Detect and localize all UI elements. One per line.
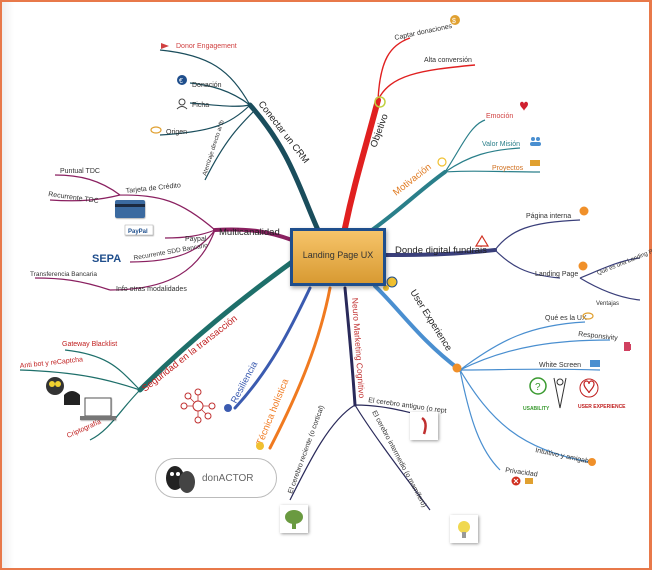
svg-text:?: ? (535, 382, 541, 393)
brain-thumbnail-intermediate (450, 515, 478, 543)
hacker-icon (46, 377, 80, 405)
multicanalidad-item: Recurrente TDC (48, 191, 99, 205)
crm-item: Origen (166, 129, 187, 136)
send-icon (161, 43, 169, 49)
multicanalidad-item: Transferencia Bancaria (30, 271, 97, 278)
usability-diagram: ? USABILITY USER EXPERIENCE (523, 377, 626, 412)
eye-icon (150, 126, 594, 320)
crm-item: Donación (192, 82, 222, 89)
branch-objetivo-line (342, 97, 381, 231)
heart-icon (520, 101, 528, 111)
branch-tecnica-label: Técnica holística (255, 377, 292, 447)
ux-item: Qué es la UX (545, 315, 587, 322)
multicanalidad-item: Tarjeta de Crédito (125, 182, 181, 195)
ux-item: Intuitivo y amigable (535, 447, 595, 466)
fundraising-item: Ventajas (596, 301, 619, 307)
person-icon (176, 98, 188, 110)
brain-icon (421, 416, 427, 435)
branch-multicanalidad-line (213, 227, 294, 242)
crm-sub-lines (159, 49, 256, 181)
circle-icon (374, 96, 386, 108)
fundraising-item: Página interna (526, 213, 571, 220)
usability-caption: USABILITY (523, 406, 550, 412)
objetivo-item: Alta conversión (424, 57, 472, 64)
svg-text:$: $ (452, 18, 456, 25)
ux-item: White Screen (539, 362, 581, 369)
central-topic-label: Landing Page UX (302, 250, 374, 260)
branch-crm-line (247, 102, 321, 233)
credit-card-icon (115, 200, 145, 218)
neuro-item: El cerebro reciente (o cortical) (287, 405, 326, 495)
svg-text:€: € (179, 78, 183, 85)
money-bag-icon: $ (450, 15, 460, 25)
experience-caption: USER EXPERIENCE (578, 404, 626, 410)
euro-icon: € (177, 75, 187, 85)
branch-fundraising-line (383, 248, 497, 257)
warning-icon (474, 234, 490, 247)
motivacion-item: Proyectos (492, 165, 524, 172)
lightbulb-icon (458, 521, 470, 538)
seguridad-item: Gateway Blacklist (62, 341, 117, 348)
pink-flag-icon (626, 344, 631, 350)
target-icon (224, 404, 232, 412)
frame-shadow (2, 2, 14, 568)
multicanalidad-item: Info otras modalidades (116, 286, 187, 293)
motivacion-item: Valor Misión (482, 141, 520, 148)
donactor-label: donACTOR (202, 473, 254, 484)
branch-multicanalidad-label: Multicanalidad (219, 227, 280, 238)
brain-icon (285, 510, 303, 529)
crm-item: Donor Engagement (176, 43, 237, 50)
branch-fundraising-label: Donde digital fundrais (395, 245, 487, 256)
close-icon (511, 476, 521, 486)
branch-seguridad-line (137, 259, 295, 393)
branch-tecnica-line (268, 286, 332, 450)
multicanalidad-item: Paypal (185, 236, 207, 243)
branch-motivacion-label: Motivación (391, 162, 434, 199)
smiley-icon (256, 442, 264, 450)
multicanalidad-item: Recurrente SDD Bancario (133, 242, 209, 262)
brain-thumbnail-recent (280, 505, 308, 533)
ux-sub-lines (459, 321, 611, 471)
seguridad-item: Anti bot y reCaptcha (19, 356, 83, 370)
fundraising-sub-lines (494, 219, 641, 301)
motivacion-sub-lines (444, 119, 541, 173)
branch-motivacion-line (370, 170, 447, 232)
objetivo-item: Captar donaciones (394, 23, 453, 42)
fundraising-item: Landing Page (535, 271, 578, 278)
people-icon (530, 137, 541, 146)
smiley-icon (452, 206, 596, 466)
branch-neuro-line (343, 286, 357, 407)
paypal-icon: PayPal (124, 224, 154, 236)
ux-item: Responsivity (578, 331, 619, 342)
objetivo-sub-lines (377, 37, 476, 101)
fundraising-item: Qué es una Landing P (597, 249, 652, 277)
brain-thumbnail-ancient (410, 412, 438, 440)
landing-icon (383, 276, 398, 291)
sun-icon (437, 157, 447, 167)
neuro-sub-lines (289, 404, 431, 511)
money-icon (525, 160, 540, 484)
multicanalidad-sub-lines (34, 174, 216, 291)
screen-icon (590, 360, 600, 367)
ux-item: Privacidad (505, 467, 538, 478)
multicanalidad-item: Puntual TDC (60, 168, 100, 175)
sepa-icon: SEPA (92, 253, 121, 265)
motivacion-item: Emoción (486, 113, 513, 120)
branch-ux-line (373, 284, 462, 372)
svg-text:PayPal: PayPal (128, 229, 148, 235)
laptop-icon (80, 397, 116, 420)
branch-resiliencia-line (233, 286, 312, 410)
svg-text:SEPA: SEPA (92, 253, 121, 265)
central-topic: Landing Page UX (290, 228, 386, 286)
network-icon (180, 388, 216, 424)
branch-seguridad-label: Seguridad en la transacción (140, 313, 240, 394)
crm-item: Ficha (192, 102, 209, 109)
